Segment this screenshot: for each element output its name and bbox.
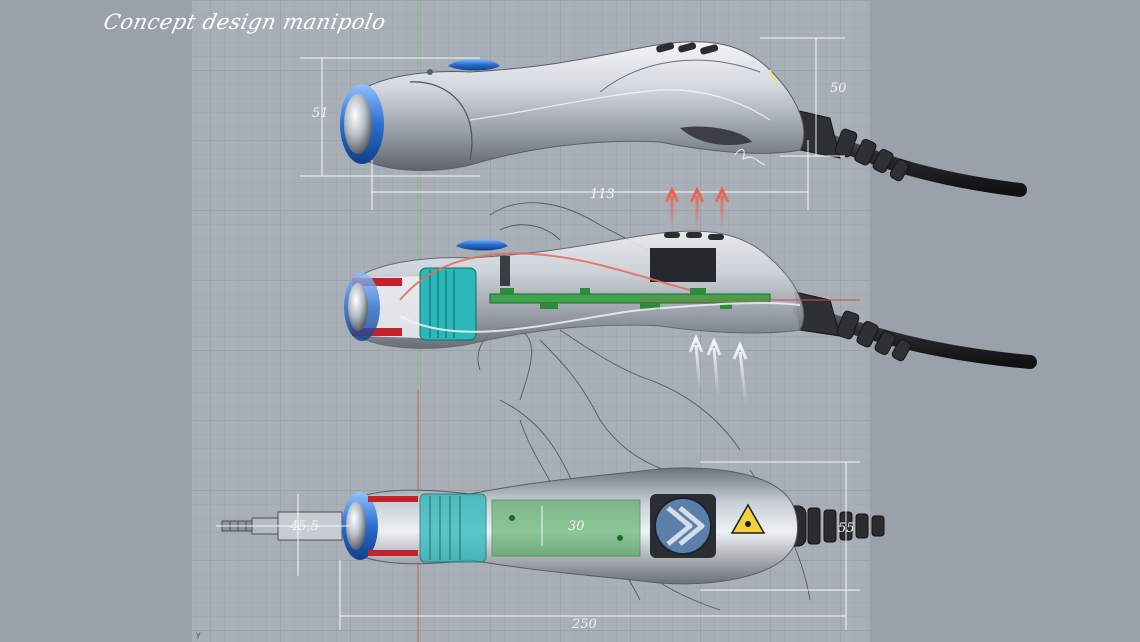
side-lower-grille (680, 126, 752, 146)
top-nose-lens (346, 502, 366, 550)
cutaway-nose-lens (348, 283, 368, 331)
side-strain-relief (794, 109, 910, 182)
designer-signature (734, 149, 766, 166)
top-red-band-bottom (368, 550, 418, 556)
side-indicator (769, 69, 776, 83)
cutaway-red-band-top (352, 278, 402, 286)
cutaway-wire-white (399, 301, 801, 333)
top-overall-label: 250 (571, 617, 597, 632)
cutaway-pcb (489, 293, 771, 304)
side-trigger-button (448, 58, 500, 71)
sheet-caption: Concept design manipolo (101, 10, 389, 34)
cutaway-red-band-bottom (352, 328, 402, 336)
cutaway-dark-block (650, 248, 716, 282)
side-height-right-label: 50 (830, 81, 847, 96)
side-body-shell (349, 41, 805, 171)
side-vent-slots (656, 42, 719, 55)
top-tip-label: 45,5 (289, 519, 319, 534)
axis-corner-mark: y (196, 630, 201, 639)
side-panel-seam (409, 81, 473, 161)
side-height-left-label: 51 (312, 106, 329, 121)
airflow-out-arrows (664, 186, 730, 232)
top-dimensions: 45,5 30 55 250 (216, 461, 860, 632)
cutaway-view (344, 186, 1037, 611)
top-module-fins (429, 496, 461, 560)
cutaway-cyan-module (419, 267, 477, 341)
side-nose-lens (344, 94, 372, 154)
top-pcb-mount-1 (509, 515, 515, 521)
top-red-band-top (368, 496, 418, 502)
top-view: 45,5 30 55 250 (216, 461, 1010, 632)
top-rear-label: 55 (838, 521, 855, 536)
cutaway-pcb-components (500, 288, 732, 310)
top-cyan-module (419, 493, 487, 563)
side-highlight (469, 89, 771, 121)
top-center-label: 30 (568, 519, 585, 534)
top-pcb-mount-2 (617, 535, 623, 541)
cutaway-vent-slots (664, 232, 724, 240)
cutaway-wire-red (399, 252, 691, 301)
top-fan-chevrons (666, 506, 705, 546)
cutaway-switch-stem (500, 256, 510, 286)
side-small-button (427, 69, 433, 75)
top-pcb (491, 499, 641, 557)
side-upper-seam (599, 59, 761, 93)
side-view: 51 50 113 (300, 37, 1027, 210)
laser-warning-icon (730, 503, 766, 534)
laser-warning-dot (745, 521, 751, 527)
side-dimensions: 51 50 113 (300, 37, 847, 210)
cutaway-trigger-button (456, 238, 508, 251)
airflow-in-arrows (688, 334, 748, 405)
side-length-label: 113 (590, 187, 615, 202)
